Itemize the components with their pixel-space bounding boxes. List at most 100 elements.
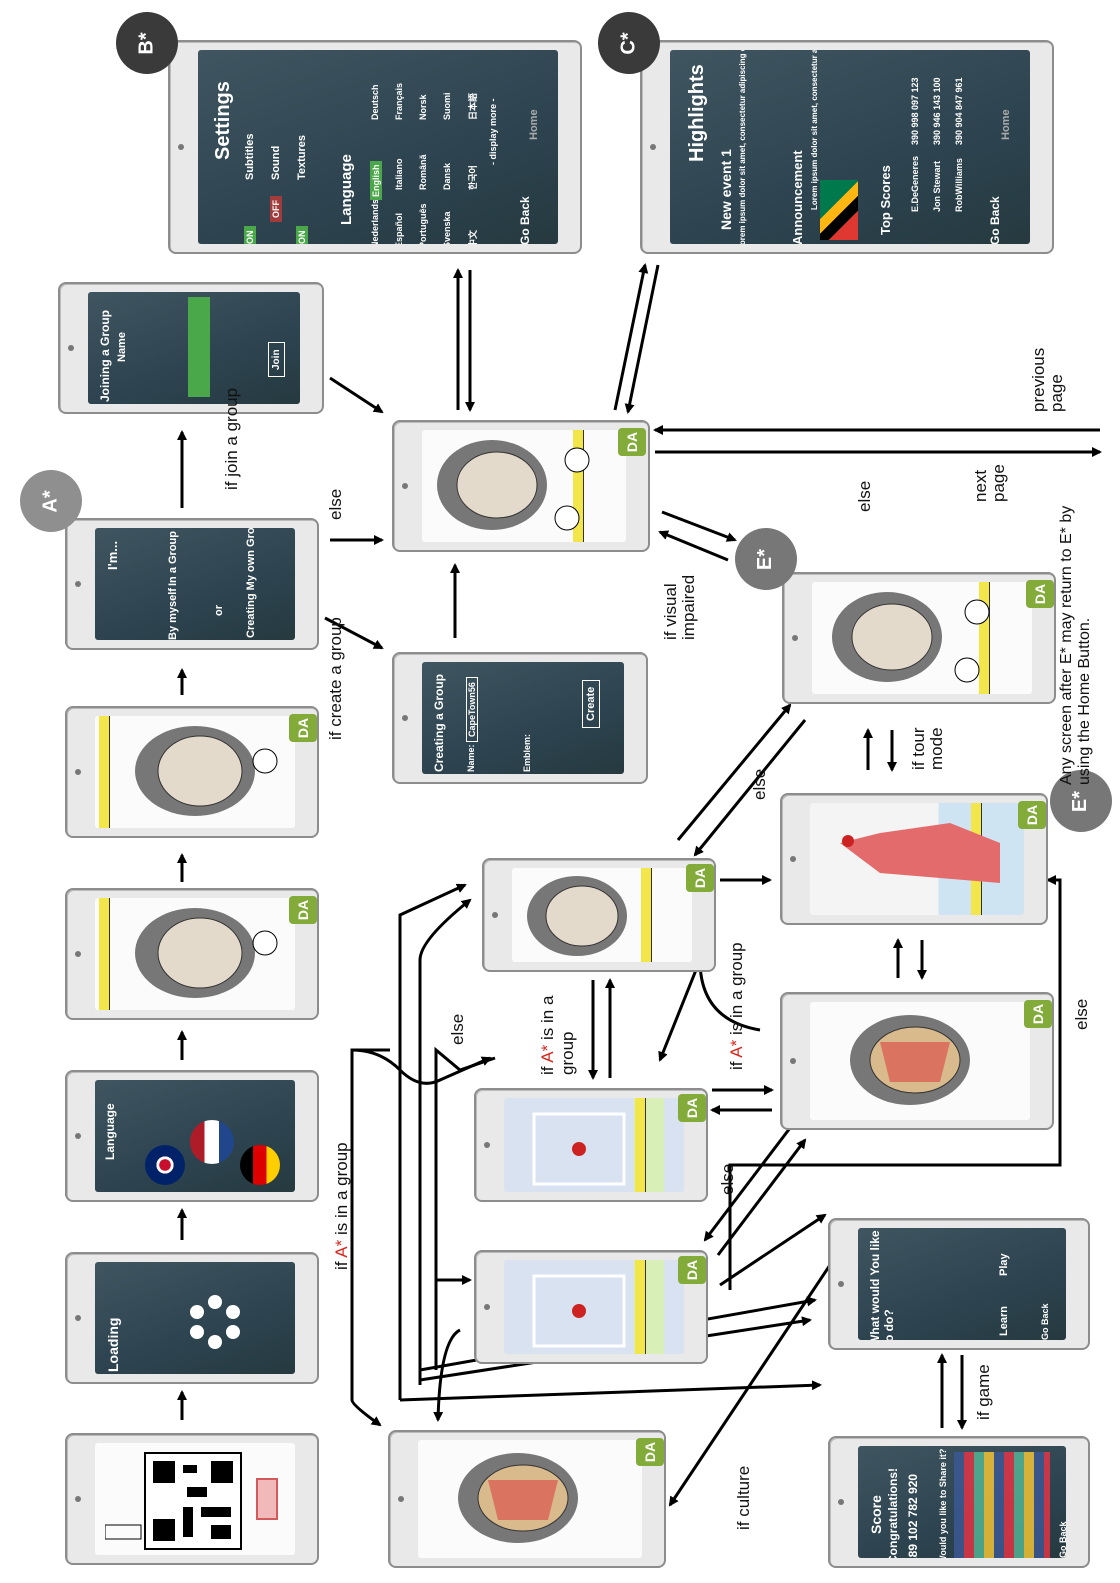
- settings-screen: Settings Subtitles Sound Textures ON OFF…: [198, 50, 558, 244]
- qr-code-icon: [105, 1445, 295, 1555]
- what-do-go-back[interactable]: Go Back: [1040, 1303, 1050, 1340]
- creating-title: Creating a Group: [432, 674, 446, 772]
- im-in-group[interactable]: In a Group: [167, 531, 179, 586]
- score-3-value: 390 904 847 961: [954, 77, 964, 145]
- settings-sound: Sound: [270, 146, 282, 180]
- score-go-back[interactable]: Go Back: [1058, 1521, 1066, 1558]
- play-button[interactable]: Play: [998, 1253, 1010, 1276]
- phone-joining-group: Joining a Group Name Join: [58, 282, 324, 414]
- highlights-lorem-2: Lorem ipsum dolor sit amet, consectetur …: [810, 50, 819, 210]
- phone-e-da: DA: [782, 572, 1056, 704]
- da-1-screen: [95, 898, 295, 1010]
- map-2-screen: [504, 1260, 684, 1354]
- arrow-highlights-main: [628, 265, 658, 412]
- settings-home[interactable]: Home: [528, 109, 540, 140]
- arrow-route-what-3: [420, 900, 470, 1385]
- mask-left-screen: [418, 1440, 642, 1558]
- qr-screen: [95, 1443, 295, 1555]
- label-previous-page: previous page: [1030, 332, 1066, 412]
- toggle-sound-off[interactable]: OFF: [270, 196, 282, 222]
- phone-what-do: What would You like to do? Play Learn Go…: [828, 1218, 1090, 1350]
- group-highlight[interactable]: [188, 297, 210, 397]
- share-icons[interactable]: [954, 1452, 1050, 1558]
- small-da-screen: [512, 868, 692, 962]
- creating-emblem-label: Emblem:: [522, 734, 532, 772]
- lang-portugues[interactable]: Português: [418, 203, 428, 244]
- phone-mask: DA: [780, 992, 1054, 1130]
- im-title: I'm...: [105, 541, 120, 570]
- toggle-subtitles-on[interactable]: ON: [244, 227, 256, 245]
- lang-francais[interactable]: Français: [394, 83, 404, 120]
- im-screen: I'm... By myself In a Group or Creating …: [95, 528, 295, 640]
- route-icon: [820, 803, 1020, 913]
- phone-main-da: DA: [392, 420, 650, 552]
- highlights-screen: Highlights New event 1 Lorem ipsum dolor…: [670, 50, 1030, 244]
- label-else-map: else: [718, 1164, 738, 1195]
- phone-small-da: DA: [482, 858, 716, 972]
- map-1-screen: [504, 1098, 684, 1192]
- label-else-right: else: [750, 769, 770, 800]
- settings-title: Settings: [212, 81, 235, 160]
- lang-italiano[interactable]: Italiano: [394, 158, 404, 190]
- score-3-name: RobWilliams: [954, 158, 964, 212]
- highlights-home[interactable]: Home: [1000, 109, 1012, 140]
- e-da-screen: [812, 582, 1032, 694]
- join-button[interactable]: Join: [268, 342, 285, 377]
- highlights-new-event: New event 1: [718, 149, 734, 230]
- arrow-join-main: [330, 378, 382, 412]
- lang-deutsch[interactable]: Deutsch: [370, 84, 380, 120]
- character-icon: [827, 582, 1007, 692]
- display-more[interactable]: - display more -: [488, 98, 498, 165]
- creating-name-label: Name:: [466, 744, 476, 772]
- label-if-game: if game: [974, 1364, 994, 1420]
- lang-japanese[interactable]: 日本語: [466, 93, 479, 120]
- lang-norsk[interactable]: Norsk: [418, 94, 428, 120]
- red-shot-screen: [810, 803, 1024, 915]
- highlights-announcement: Announcement: [790, 150, 805, 244]
- joining-group-screen: Joining a Group Name Join: [88, 292, 300, 404]
- learn-button[interactable]: Learn: [998, 1306, 1010, 1336]
- da-badge: DA: [289, 896, 317, 924]
- arrow-e-main: [660, 532, 728, 560]
- settings-go-back[interactable]: Go Back: [518, 196, 532, 244]
- phone-map-1: DA: [474, 1088, 708, 1202]
- arrow-smallda-e: [678, 705, 790, 840]
- da-badge: DA: [678, 1094, 706, 1122]
- label-if-culture: if culture: [734, 1466, 754, 1530]
- lang-chinese[interactable]: 中文: [466, 230, 479, 244]
- highlights-go-back[interactable]: Go Back: [988, 196, 1002, 244]
- im-by-myself[interactable]: By myself: [167, 588, 179, 640]
- label-if-a-group-left: if A* is in a group: [332, 1142, 352, 1270]
- im-creating[interactable]: Creating My own Group: [245, 528, 257, 638]
- flag-german[interactable]: [240, 1145, 280, 1185]
- arrow-route-what-1: [400, 885, 465, 1400]
- lang-english[interactable]: English: [370, 161, 382, 200]
- loading-screen: Loading: [95, 1262, 295, 1374]
- toggle-textures-on[interactable]: ON: [296, 227, 308, 245]
- main-da-screen: [422, 430, 626, 542]
- mask-character-icon: [428, 1440, 628, 1556]
- flag-english[interactable]: [145, 1145, 185, 1185]
- phone-im: I'm... By myself In a Group or Creating …: [65, 518, 319, 650]
- phone-map-2: DA: [474, 1250, 708, 1364]
- mask-screen: [810, 1002, 1030, 1120]
- da-badge: DA: [618, 428, 646, 456]
- da-badge: DA: [636, 1438, 664, 1466]
- language-select-screen: Language: [95, 1080, 295, 1192]
- lang-korean[interactable]: 한국어: [466, 165, 479, 190]
- phone-mask-left: DA: [388, 1430, 666, 1568]
- lang-nederlands[interactable]: Nederlands: [370, 199, 380, 244]
- create-button[interactable]: Create: [582, 680, 600, 728]
- flag-dutch[interactable]: [190, 1120, 234, 1164]
- label-if-join: if join a group: [222, 388, 242, 490]
- lang-svenska[interactable]: Svenska: [442, 211, 452, 244]
- creating-name-value[interactable]: CapeTown56: [466, 677, 478, 742]
- mask-character-icon: [820, 1002, 1020, 1118]
- lang-dansk[interactable]: Dansk: [442, 163, 452, 190]
- lang-espanol[interactable]: Español: [394, 213, 404, 244]
- lang-suomi[interactable]: Suomi: [442, 92, 452, 120]
- map-pin-icon: [524, 1104, 644, 1192]
- score-2-name: Jon Stewart: [932, 161, 942, 212]
- lang-romana[interactable]: Română: [418, 154, 428, 190]
